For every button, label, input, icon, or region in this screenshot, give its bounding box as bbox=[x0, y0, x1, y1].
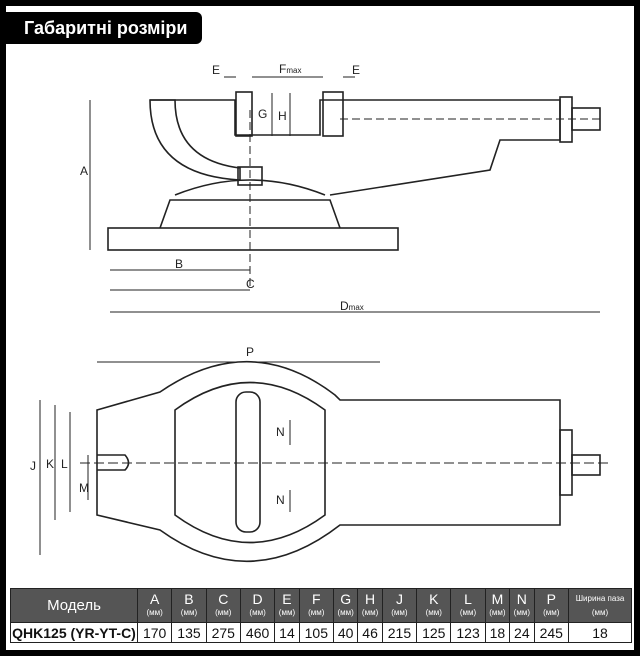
value-cell-F: 105 bbox=[298, 622, 334, 643]
value-cell-K: 125 bbox=[416, 622, 452, 643]
column-header-F: F(мм) bbox=[298, 588, 334, 623]
value-cell-J: 215 bbox=[381, 622, 418, 643]
side-view bbox=[89, 76, 601, 313]
column-unit: (мм) bbox=[543, 607, 560, 617]
section-title: Габаритні розміри bbox=[6, 12, 202, 44]
slot-width-cell: 18 bbox=[568, 622, 632, 643]
model-cell: QHK125 (YR-YT-C) bbox=[10, 622, 138, 643]
column-header-E: E(мм) bbox=[274, 588, 300, 623]
column-unit: (мм) bbox=[591, 607, 609, 617]
column-header-A: A(мм) bbox=[136, 588, 173, 623]
column-letter: B bbox=[184, 590, 194, 607]
slot-width-header: Ширина паза (мм) bbox=[568, 588, 632, 623]
vise-body bbox=[150, 99, 561, 196]
column-unit: (мм) bbox=[215, 607, 232, 617]
column-unit: (мм) bbox=[489, 607, 506, 617]
model-header: Модель bbox=[10, 588, 138, 623]
column-letter: C bbox=[218, 590, 229, 607]
label-J: J bbox=[30, 459, 36, 473]
column-unit: (мм) bbox=[459, 607, 477, 617]
value-cell-E: 14 bbox=[274, 622, 300, 643]
column-letter: A bbox=[149, 590, 160, 607]
column-header-B: B(мм) bbox=[171, 588, 207, 623]
value-cell-L: 123 bbox=[450, 622, 486, 643]
column-letter: L bbox=[464, 590, 472, 607]
top-view bbox=[39, 360, 610, 563]
value-cell-A: 170 bbox=[136, 622, 173, 643]
column-header-C: C(мм) bbox=[205, 588, 241, 623]
column-header-G: G(мм) bbox=[332, 588, 359, 623]
column-header-K: K(мм) bbox=[416, 588, 452, 623]
label-E-right: E bbox=[352, 63, 360, 77]
vise-top-outline bbox=[96, 360, 561, 563]
column-letter: K bbox=[429, 590, 439, 607]
column-letter: G bbox=[340, 590, 352, 607]
column-unit: (мм) bbox=[337, 607, 354, 617]
tilt-arc bbox=[149, 99, 241, 181]
label-N-top: N bbox=[276, 425, 285, 439]
column-header-M: M(мм) bbox=[484, 588, 511, 623]
value-cell-M: 18 bbox=[484, 622, 511, 643]
dimensions-table: Модель A(мм)B(мм)C(мм)D(мм)E(мм)F(мм)G(м… bbox=[10, 588, 632, 643]
column-header-L: L(мм) bbox=[450, 588, 486, 623]
value-cell-N: 24 bbox=[509, 622, 535, 643]
label-C: C bbox=[246, 277, 255, 291]
column-unit: (мм) bbox=[361, 607, 379, 617]
column-header-H: H(мм) bbox=[357, 588, 383, 623]
column-letter: E bbox=[282, 590, 292, 607]
value-cell-G: 40 bbox=[332, 622, 359, 643]
column-letter: F bbox=[312, 590, 321, 607]
label-P: P bbox=[246, 345, 254, 359]
label-H: H bbox=[278, 109, 287, 123]
column-unit: (мм) bbox=[146, 607, 163, 617]
value-cell-P: 245 bbox=[533, 622, 570, 643]
label-B: B bbox=[175, 257, 183, 271]
base-plate bbox=[107, 227, 399, 251]
column-unit: (мм) bbox=[180, 607, 198, 617]
label-G: G bbox=[258, 107, 267, 121]
label-Fmax: Fmax bbox=[279, 62, 301, 76]
value-cell-H: 46 bbox=[357, 622, 383, 643]
label-M: M bbox=[79, 481, 89, 495]
label-A: A bbox=[80, 164, 88, 178]
label-L: L bbox=[61, 457, 68, 471]
label-E-left: E bbox=[212, 63, 220, 77]
column-letter: H bbox=[365, 590, 376, 607]
column-unit: (мм) bbox=[425, 607, 442, 617]
column-header-J: J(мм) bbox=[381, 588, 418, 623]
column-letter: D bbox=[252, 590, 263, 607]
label-K: K bbox=[46, 457, 54, 471]
label-N-bottom: N bbox=[276, 493, 285, 507]
column-unit: (мм) bbox=[391, 607, 408, 617]
slot-label: Ширина паза bbox=[575, 593, 625, 603]
column-letter: P bbox=[546, 590, 556, 607]
column-letter: M bbox=[491, 590, 504, 607]
value-cell-D: 460 bbox=[239, 622, 276, 643]
value-cell-C: 275 bbox=[205, 622, 241, 643]
column-unit: (мм) bbox=[278, 607, 296, 617]
column-header-D: D(мм) bbox=[239, 588, 276, 623]
technical-drawing: E Fmax E G H A B C Dmax P J K L M N N bbox=[30, 62, 610, 563]
column-letter: N bbox=[516, 590, 527, 607]
column-letter: J bbox=[395, 590, 403, 607]
label-Dmax: Dmax bbox=[340, 299, 364, 313]
column-unit: (мм) bbox=[513, 607, 530, 617]
value-cell-B: 135 bbox=[171, 622, 207, 643]
column-header-P: P(мм) bbox=[533, 588, 570, 623]
column-unit: (мм) bbox=[308, 607, 325, 617]
column-header-N: N(мм) bbox=[509, 588, 535, 623]
column-unit: (мм) bbox=[249, 607, 266, 617]
